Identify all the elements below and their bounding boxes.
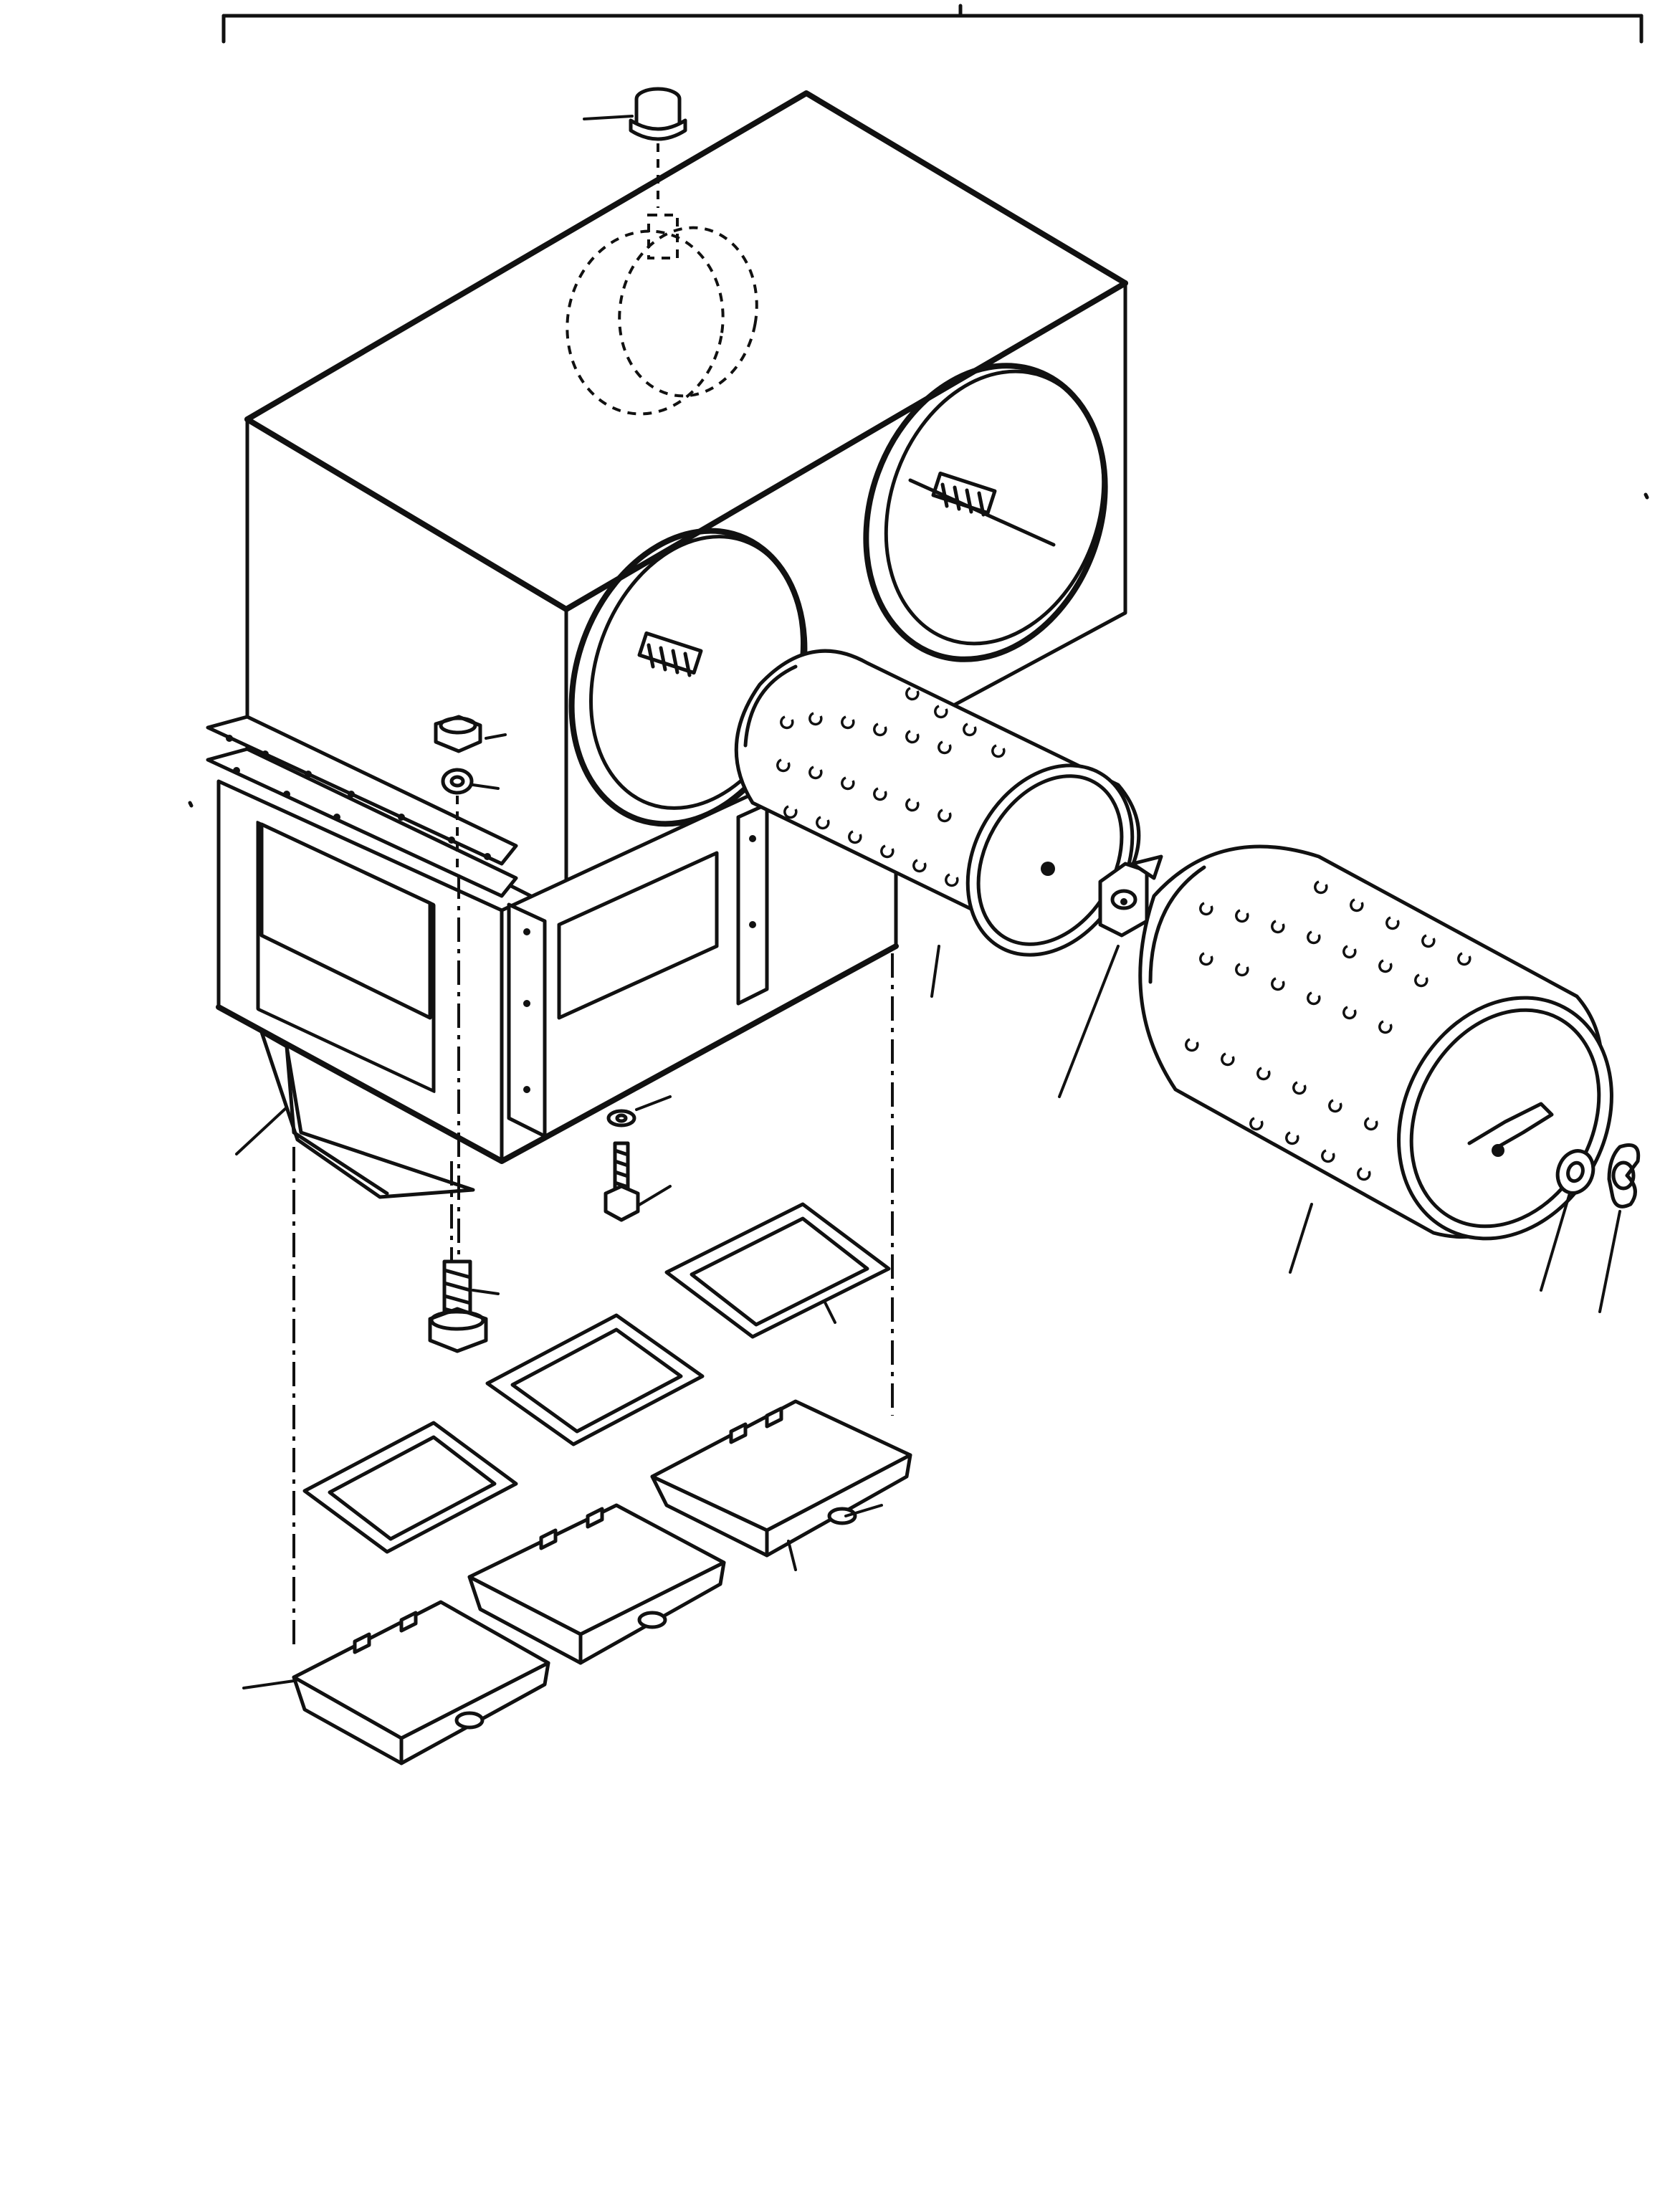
- flange-holes: [226, 735, 491, 860]
- tray-left: [292, 1600, 550, 1765]
- dust-trays: [292, 1399, 912, 1765]
- gasket-left: [302, 1421, 518, 1554]
- lock-washer: [441, 768, 474, 795]
- seal-washer: [1555, 1149, 1595, 1195]
- perforations: [776, 687, 1006, 887]
- bolt-large: [428, 1259, 488, 1353]
- outer-filter-element: [1138, 844, 1613, 1241]
- perforations: [1185, 880, 1471, 1181]
- bolt-small: [604, 1109, 640, 1222]
- housing: [206, 90, 1128, 1199]
- nut: [434, 715, 482, 753]
- hidden-intake-cylinder: [566, 214, 758, 416]
- tray-middle: [467, 1503, 726, 1665]
- gasket-right: [664, 1202, 891, 1339]
- filter-opening-right: [863, 363, 1108, 662]
- cap: [629, 87, 687, 141]
- tray-right: [650, 1399, 912, 1558]
- gaskets: [302, 1202, 891, 1554]
- leader-lines: [235, 115, 1621, 1689]
- wing-nut: [1607, 1143, 1641, 1209]
- clamp-nut: [1098, 854, 1163, 938]
- gasket-middle: [485, 1313, 705, 1446]
- inner-filter-element: [734, 649, 1141, 957]
- frame-border: [221, 4, 1644, 44]
